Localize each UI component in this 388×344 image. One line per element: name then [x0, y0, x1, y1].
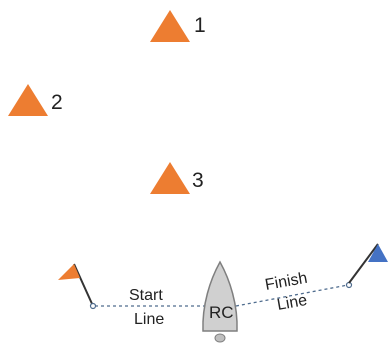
mark-2: 2	[8, 84, 63, 116]
mark-3-icon	[150, 162, 190, 194]
finish-pin-flag	[345, 243, 388, 289]
finish-pin-point	[345, 281, 353, 289]
mark-1-label: 1	[194, 14, 206, 37]
mark-2-icon	[8, 84, 48, 116]
mark-3: 3	[150, 162, 204, 194]
mark-1: 1	[150, 10, 206, 42]
mark-1-icon	[150, 10, 190, 42]
mark-3-label: 3	[192, 169, 204, 192]
start-line-label-1: Start	[129, 287, 163, 304]
finish-flag-pole	[348, 243, 379, 284]
finish-line	[235, 284, 349, 307]
mark-2-label: 2	[51, 91, 63, 114]
boat-icon	[202, 260, 238, 332]
start-line-label-2: Line	[134, 311, 164, 328]
boat-stern-icon	[214, 333, 226, 343]
start-pin-flag	[58, 263, 97, 310]
start-flag-icon	[58, 264, 80, 280]
start-flag-pole	[73, 263, 94, 307]
committee-boat: RC	[202, 260, 238, 343]
finish-flag-icon	[368, 244, 388, 262]
finish-line-label-2: Line	[276, 292, 309, 314]
finish-line-label-1: Finish	[264, 270, 309, 294]
boat-label: RC	[209, 303, 234, 322]
start-pin-point	[89, 302, 97, 310]
